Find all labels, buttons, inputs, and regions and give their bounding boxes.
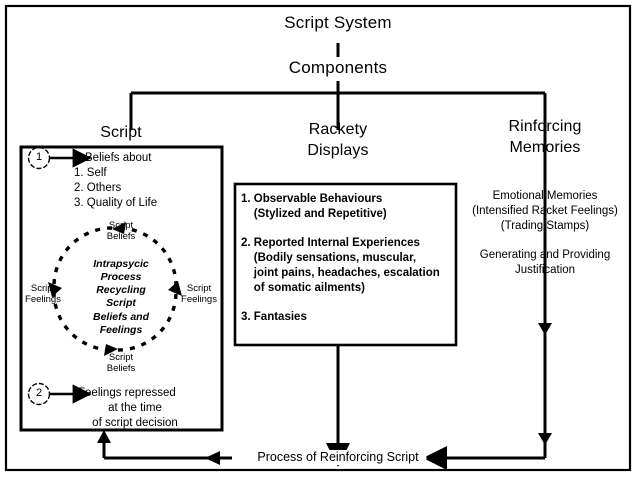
column-heading-memories-line1: Rinforcing bbox=[508, 118, 582, 135]
memories-arrow-mid bbox=[538, 323, 552, 335]
marker-1-circle bbox=[27, 146, 51, 170]
outer-frame bbox=[4, 4, 632, 472]
script-beliefs-item-1: 1. Self bbox=[74, 167, 107, 179]
rackety-box bbox=[233, 182, 458, 347]
cycle-node-bottom: Script Beliefs bbox=[106, 352, 136, 375]
memories-arrow-low bbox=[538, 433, 552, 445]
column-heading-rackety-line1: Rackety bbox=[308, 121, 368, 138]
script-beliefs-item-2: 2. Others bbox=[74, 182, 122, 194]
memories-line-4: Generating and Providing bbox=[479, 249, 611, 261]
memories-line-1: Emotional Memories bbox=[492, 190, 598, 202]
bottom-arrow-up bbox=[97, 430, 111, 443]
rackety-item-2-sub-2: joint pains, headaches, escalation bbox=[241, 267, 440, 279]
cycle-arrow-right bbox=[168, 281, 182, 296]
page-title: Script System bbox=[284, 13, 392, 32]
rackety-item-1-sub: (Stylized and Repetitive) bbox=[241, 208, 387, 220]
cycle-node-left: Script Feelings bbox=[25, 283, 61, 306]
cycle-arrow-bottom bbox=[104, 344, 118, 356]
bottom-process-label: Process of Reinforcing Script bbox=[249, 450, 427, 465]
script-repressed-line-3: of script decision bbox=[92, 417, 178, 429]
rackety-item-2-sub-3: of somatic ailments) bbox=[241, 282, 365, 294]
script-repressed-line-1: Feelings repressed bbox=[78, 387, 176, 399]
script-beliefs-item-3: 3. Quality of Life bbox=[74, 197, 158, 209]
memories-line-3: (Trading Stamps) bbox=[500, 220, 590, 232]
script-beliefs-heading: Beliefs about bbox=[85, 152, 152, 164]
column-heading-memories-line2: Memories bbox=[509, 139, 581, 156]
bottom-arrow-left bbox=[205, 451, 220, 465]
marker-2-circle bbox=[27, 382, 51, 406]
column-heading-rackety-line2: Displays bbox=[307, 142, 369, 159]
cycle-arrow-top bbox=[112, 222, 126, 234]
script-box bbox=[19, 145, 224, 432]
rackety-item-2: 2. Reported Internal Experiences bbox=[241, 237, 420, 249]
cycle-arrow-left bbox=[48, 282, 62, 297]
memories-line-5: Justification bbox=[514, 264, 576, 276]
marker-2-number: 2 bbox=[35, 387, 43, 399]
recycling-cycle-arrowheads bbox=[48, 222, 182, 356]
marker-1-number: 1 bbox=[35, 151, 43, 163]
column-heading-script: Script bbox=[100, 124, 142, 141]
cycle-node-right: Script Feelings bbox=[181, 283, 217, 306]
cycle-node-top: Script Beliefs bbox=[106, 220, 136, 243]
cycle-center-text: Intrapsycic Process Recycling Script Bel… bbox=[92, 258, 150, 336]
page-subtitle: Components bbox=[288, 58, 388, 77]
rackety-item-1: 1. Observable Behaviours bbox=[241, 193, 383, 205]
rackety-item-3: 3. Fantasies bbox=[241, 311, 307, 323]
memories-line-2: (Intensified Racket Feelings) bbox=[472, 205, 618, 217]
script-repressed-line-2: at the time bbox=[108, 402, 162, 414]
rackety-item-2-sub-1: (Bodily sensations, muscular, bbox=[241, 252, 417, 264]
